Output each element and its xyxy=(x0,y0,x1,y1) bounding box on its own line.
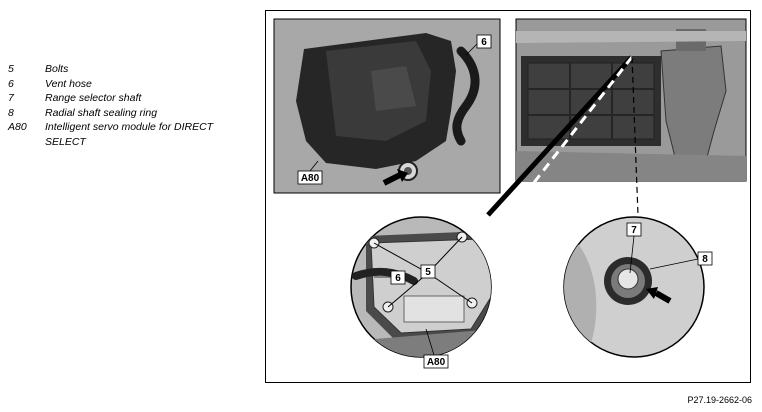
legend-item: 7 Range selector shaft xyxy=(8,91,248,106)
pointer-line xyxy=(486,55,634,217)
callout-8: 8 xyxy=(702,254,708,265)
legend-text: Vent hose xyxy=(45,77,92,90)
photo-servo-module: 6 A80 xyxy=(273,18,501,194)
arrow-head-icon xyxy=(397,169,408,182)
figure-reference: P27.19-2662-06 xyxy=(687,395,752,405)
legend-text: Intelligent servo module for DIRECT SELE… xyxy=(45,121,214,148)
detail-shaft: 7 8 xyxy=(563,216,713,358)
photo-installed-position xyxy=(515,18,747,182)
legend-key: 7 xyxy=(8,92,14,104)
legend-key: 8 xyxy=(8,106,14,119)
callout-7: 7 xyxy=(631,225,637,236)
callout-a80: A80 xyxy=(427,357,446,368)
legend-key: 6 xyxy=(8,77,14,90)
legend-item: 8 Radial shaft sealing ring xyxy=(8,106,248,121)
arrow-icon xyxy=(382,172,402,186)
pointer-line xyxy=(631,56,639,216)
technical-illustration: 6 A80 xyxy=(273,18,747,369)
pointer-line xyxy=(502,56,634,222)
callout-box xyxy=(476,34,492,49)
legend-item: 6 Vent hose xyxy=(8,77,248,92)
figure-frame: 6 A80 xyxy=(265,10,751,383)
legend-item: A80 Intelligent servo module for DIRECT … xyxy=(8,120,248,149)
arrow-head-icon xyxy=(646,287,658,299)
legend-key: 5 xyxy=(8,63,14,75)
callout-6: 6 xyxy=(481,37,487,48)
callout-a80: A80 xyxy=(301,173,320,184)
legend-text: Radial shaft sealing ring xyxy=(45,106,158,119)
legend-text: Bolts xyxy=(45,63,69,75)
callout-5: 5 xyxy=(425,267,431,278)
legend-text: Range selector shaft xyxy=(45,92,142,104)
arrow-icon xyxy=(654,290,672,304)
legend-list: 5 Bolts 6 Vent hose 7 Range selector sha… xyxy=(8,62,248,149)
callout-6: 6 xyxy=(395,273,401,284)
legend-key: A80 xyxy=(8,121,27,133)
detail-bolts: 5 6 A80 xyxy=(350,216,492,369)
legend-item: 5 Bolts xyxy=(8,62,248,77)
